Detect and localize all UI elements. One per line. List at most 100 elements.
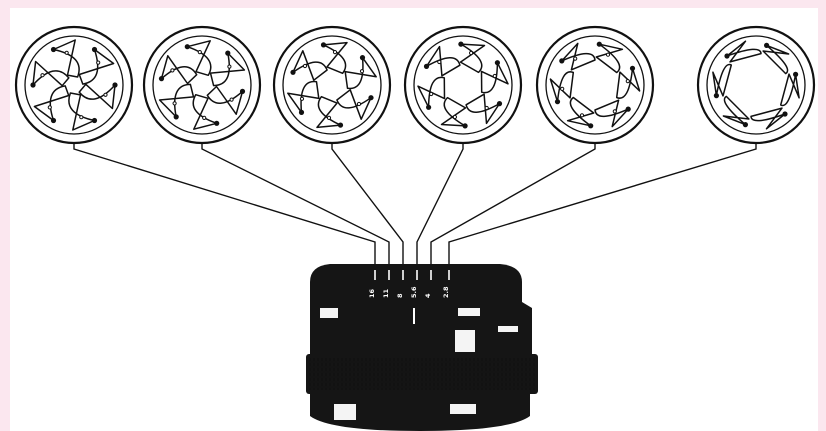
blade-pivot — [724, 53, 729, 58]
blade-pivot — [321, 42, 326, 47]
blade-pivot — [495, 60, 500, 65]
aperture-ring-2 — [144, 27, 260, 143]
leader-line — [202, 143, 389, 266]
fstop-tick — [416, 270, 418, 280]
blade-pivot — [338, 123, 343, 128]
blade-pin — [613, 110, 616, 113]
aperture-rings — [16, 27, 814, 143]
blade-pivot — [714, 93, 719, 98]
fstop-label: 16 — [368, 288, 376, 298]
blade-pin — [574, 57, 577, 60]
blade-pivot — [112, 82, 117, 87]
blade-pin — [80, 116, 83, 119]
blade-pivot — [764, 43, 769, 48]
blade-pivot — [497, 101, 502, 106]
blade-pivot — [368, 95, 373, 100]
fstop-tick — [448, 270, 450, 280]
focus-ring-knurling — [308, 358, 536, 390]
illustration-panel: 16 11 8 5.6 4 2.8 — [10, 8, 818, 431]
blade-pivot — [458, 42, 463, 47]
aperture-diagram: 16 11 8 5.6 4 2.8 — [10, 8, 818, 431]
lens-highlight — [458, 308, 480, 316]
fstop-label: 8 — [396, 293, 404, 298]
aperture-ring-5 — [537, 27, 653, 143]
blade-pin — [606, 53, 609, 56]
fstop-tick — [402, 270, 404, 280]
fstop-tick — [388, 270, 390, 280]
blade-pin — [333, 51, 336, 54]
blade-pivot — [630, 66, 635, 71]
blade-pin — [104, 93, 107, 96]
blade-pin — [97, 61, 100, 64]
blade-pin — [626, 80, 629, 83]
blade-pivot — [559, 58, 564, 63]
blade-pin — [580, 114, 583, 117]
blade-pin — [430, 92, 433, 95]
blade-pin — [327, 116, 330, 119]
leader-line — [74, 143, 375, 266]
blade-pivot — [782, 111, 787, 116]
blade-pin — [203, 116, 206, 119]
blade-pivot — [92, 47, 97, 52]
blade-pivot — [51, 47, 56, 52]
blade-pin — [230, 98, 233, 101]
leader-line — [449, 143, 756, 266]
fstop-tick — [430, 270, 432, 280]
mount-highlight — [450, 404, 476, 414]
blade-pivot — [51, 118, 56, 123]
blade-pin — [561, 87, 564, 90]
fstop-label: 11 — [382, 288, 390, 298]
blade-pivot — [793, 72, 798, 77]
blade-pin — [493, 74, 496, 77]
leader-lines — [74, 143, 756, 266]
fstop-label: 4 — [424, 293, 432, 298]
blade-pin — [357, 102, 360, 105]
blade-pin — [65, 51, 68, 54]
blade-pin — [300, 97, 303, 100]
blade-pin — [198, 51, 201, 54]
blade-pivot — [426, 105, 431, 110]
blade-pin — [485, 106, 488, 109]
aperture-ring-3 — [274, 27, 390, 143]
blade-pivot — [555, 99, 560, 104]
leader-line — [332, 143, 403, 266]
lens-highlight — [320, 308, 338, 318]
index-mark — [413, 308, 415, 324]
blade-pivot — [159, 76, 164, 81]
blade-pivot — [597, 42, 602, 47]
lens-body: 16 11 8 5.6 4 2.8 — [306, 264, 538, 431]
aperture-ring-1 — [16, 27, 132, 143]
blade-pin — [360, 70, 363, 73]
blade-pin — [48, 106, 51, 109]
blade-pin — [470, 51, 473, 54]
blade-pivot — [214, 121, 219, 126]
lens-highlight — [498, 326, 518, 332]
blade-pivot — [588, 123, 593, 128]
fstop-label: 5.6 — [410, 286, 418, 298]
aperture-ring-4 — [405, 27, 521, 143]
blade-pivot — [92, 118, 97, 123]
blade-pivot — [626, 107, 631, 112]
blade-pivot — [360, 55, 365, 60]
blade-pivot — [424, 64, 429, 69]
fstop-label: 2.8 — [442, 286, 450, 298]
blade-pin — [228, 65, 231, 68]
blade-pivot — [174, 114, 179, 119]
leader-line — [417, 143, 463, 266]
blade-pin — [303, 64, 306, 67]
blade-pivot — [240, 89, 245, 94]
fstop-tick — [374, 270, 376, 280]
blade-pivot — [290, 70, 295, 75]
blade-pivot — [30, 82, 35, 87]
lens-highlight — [455, 330, 475, 352]
blade-pin — [453, 115, 456, 118]
blade-pivot — [185, 44, 190, 49]
mount-highlight — [334, 404, 356, 420]
blade-pivot — [225, 51, 230, 56]
blade-pin — [171, 69, 174, 72]
blade-pin — [173, 102, 176, 105]
blade-pin — [438, 60, 441, 63]
aperture-ring-6 — [698, 27, 814, 143]
blade-pin — [41, 74, 44, 77]
